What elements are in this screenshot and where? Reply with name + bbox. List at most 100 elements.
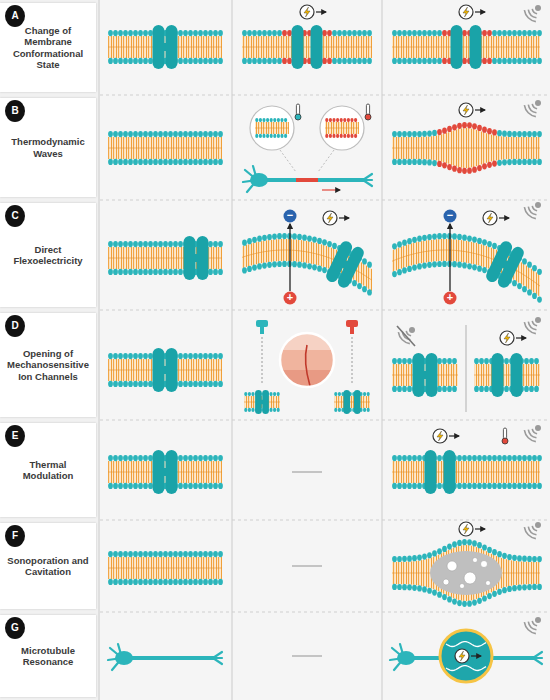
ion-channel	[153, 25, 178, 69]
empty-dash	[292, 565, 322, 567]
lipid-bilayer	[244, 392, 280, 412]
charge-sign: −	[444, 209, 456, 222]
row-title: Sonoporation and Cavitation	[5, 555, 91, 578]
charge-sign: −	[284, 209, 296, 222]
lipid-bilayer	[242, 30, 372, 64]
ion-channel	[425, 450, 456, 494]
bubble	[464, 572, 476, 584]
touch-icon	[256, 320, 268, 334]
zoom-circle	[250, 106, 294, 150]
empty-dash	[292, 655, 322, 657]
row-divider	[100, 612, 550, 613]
row-letter: E	[12, 430, 19, 442]
panel-split	[465, 325, 466, 412]
cavitation-pore	[430, 551, 502, 595]
neuron	[243, 166, 372, 192]
stimulus-icon	[459, 103, 485, 117]
letter-badge: E	[5, 425, 25, 447]
row-title: Change of Membrane Conformational State	[5, 25, 91, 71]
ultrasound-icon	[524, 317, 541, 334]
letter-badge: F	[5, 525, 25, 547]
resonance-wave	[446, 642, 486, 647]
ion-channel	[153, 348, 178, 392]
lipid-bilayer	[392, 30, 542, 64]
zoom-circle	[320, 106, 364, 150]
charge-sign: +	[444, 291, 456, 304]
row-title: Direct Flexoelectricity	[5, 244, 91, 267]
ultrasound-icon	[524, 202, 541, 219]
lipid-bilayer	[325, 118, 359, 138]
propagation-arrow	[322, 189, 340, 190]
letter-badge: G	[5, 617, 25, 639]
letter-badge: A	[5, 5, 25, 27]
letter-badge: C	[5, 205, 25, 227]
stimulus-icon	[300, 5, 326, 19]
microtubule-zoom	[440, 630, 492, 682]
ultrasound-icon	[524, 425, 541, 442]
thermometer-icon	[295, 104, 301, 120]
lipid-bilayer	[108, 551, 223, 585]
row-divider	[100, 200, 550, 201]
skin-zoom	[278, 331, 338, 391]
lipid-bilayer	[108, 455, 223, 489]
stimulus-icon	[459, 5, 485, 19]
leader-line	[262, 337, 263, 384]
bubble	[481, 561, 488, 568]
ion-channel	[324, 239, 366, 289]
ion-channel	[343, 390, 360, 414]
thermometer-icon	[365, 104, 371, 120]
grid-lines	[99, 0, 550, 700]
lipid-bilayer	[108, 30, 223, 64]
resonance-wave	[446, 666, 486, 671]
lipid-bilayer	[392, 358, 458, 392]
leader-line	[318, 150, 334, 172]
lipid-bilayer	[334, 392, 370, 412]
empty-dash	[292, 471, 322, 473]
row-letter: C	[11, 210, 18, 222]
row-title: Thermal Modulation	[5, 459, 91, 482]
row-title: Opening of Mechanosensitive Ion Channels	[5, 348, 91, 383]
illustration-group	[108, 5, 542, 682]
ion-channel	[413, 353, 438, 397]
ultrasound-icon	[524, 522, 541, 539]
row-letter: A	[11, 10, 18, 22]
column-divider	[98, 0, 100, 700]
row-divider	[100, 420, 550, 421]
bubble	[473, 558, 478, 563]
lipid-bilayer	[108, 353, 223, 387]
stimulus-icon	[323, 211, 349, 225]
ion-channel	[184, 236, 209, 280]
lipid-bilayer	[255, 118, 289, 138]
leader-line	[352, 337, 353, 384]
lipid-bilayer	[242, 233, 372, 296]
field-arrow	[289, 224, 290, 291]
row-letter: F	[12, 530, 18, 542]
bubble	[486, 581, 491, 586]
lipid-bilayer	[392, 539, 542, 607]
ion-channel	[451, 25, 482, 69]
letter-badge: D	[5, 315, 25, 337]
thermometer-icon	[502, 428, 508, 444]
charge-positive	[284, 292, 297, 305]
bubble	[443, 579, 449, 585]
charge-negative	[444, 210, 457, 223]
column-divider	[231, 0, 233, 700]
field-arrow	[449, 224, 450, 291]
ultrasound-icon	[524, 617, 541, 634]
row-divider	[100, 95, 550, 96]
ion-channel	[255, 390, 269, 414]
row-divider	[100, 310, 550, 311]
row-title: Microtubule Resonance	[5, 645, 91, 668]
charge-positive	[444, 292, 457, 305]
lipid-bilayer	[392, 455, 542, 489]
ultrasound-icon	[524, 5, 541, 22]
leader-line	[280, 150, 296, 172]
ion-channel	[484, 239, 526, 289]
ion-channel	[292, 25, 323, 69]
wave-segment	[296, 178, 318, 182]
stimulus-icon	[483, 211, 509, 225]
stimulus-icon	[500, 331, 526, 345]
ion-channel	[153, 450, 178, 494]
